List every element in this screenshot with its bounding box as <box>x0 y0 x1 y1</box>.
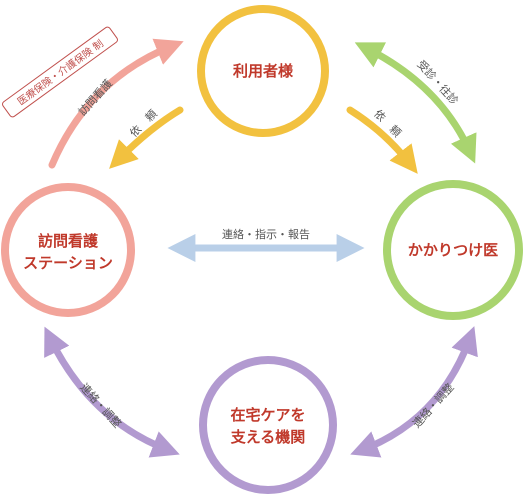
node-care-ring <box>199 356 337 494</box>
node-user-label: 利用者様 <box>233 62 294 80</box>
node-doctor-ring <box>383 180 523 320</box>
arrow-user-to-nursing <box>109 106 184 169</box>
node-nursing-label-line1: 訪問看護 <box>38 232 99 250</box>
arrow-nursing-to-user <box>48 38 184 169</box>
node-care-label-line2: 支える機関 <box>230 428 306 446</box>
arrow-nursing-care <box>44 326 180 458</box>
label-nursing-doctor: 連絡・指示・報告 <box>222 227 310 241</box>
arrow-doctor-user <box>354 42 477 164</box>
arrow-doctor-care <box>350 326 478 458</box>
label-nursing-care: 連絡・調整 <box>77 380 124 430</box>
node-nursing-label-line2: ステーション <box>23 254 113 272</box>
insurance-tag: 医療保険・介護保険 制 <box>2 26 118 118</box>
node-care-label-line1: 在宅ケアを <box>230 406 305 424</box>
node-user-ring <box>197 5 329 137</box>
label-doctor-care: 連絡・調整 <box>409 380 456 430</box>
node-nursing-ring <box>1 183 135 317</box>
node-doctor-label: かかりつけ医 <box>408 241 498 259</box>
label-nursing-to-user: 訪問看護 <box>75 76 115 118</box>
